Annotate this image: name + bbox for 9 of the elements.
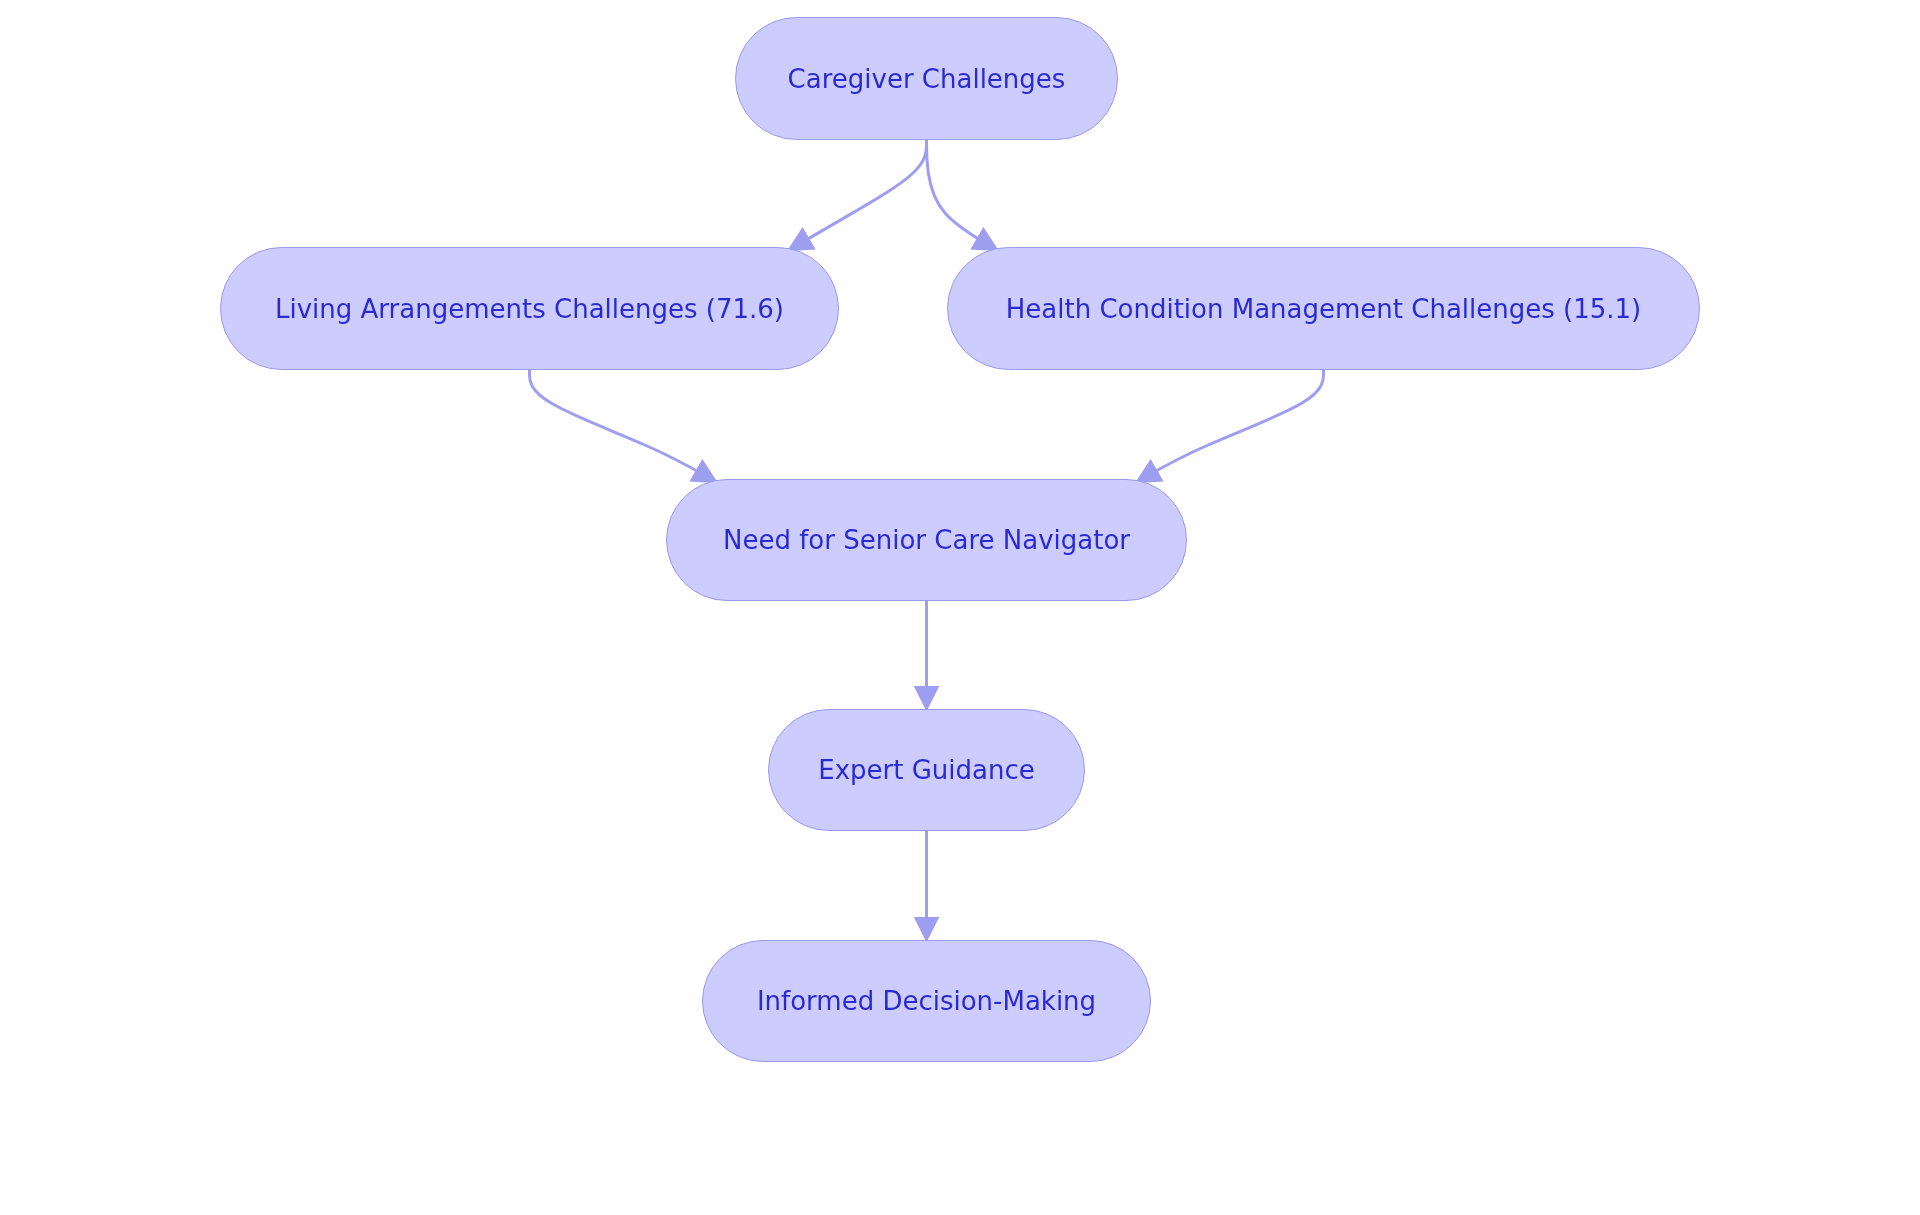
arrow <box>528 370 719 484</box>
arrow <box>925 140 1000 252</box>
node-label: Expert Guidance <box>818 755 1035 785</box>
arrow <box>1134 370 1325 484</box>
node-label: Living Arrangements Challenges (71.6) <box>275 293 784 324</box>
node-label: Caregiver Challenges <box>787 63 1066 94</box>
node-label: Need for Senior Care Navigator <box>723 525 1130 555</box>
node-label: Informed Decision-Making <box>756 986 1097 1016</box>
node-label: Health Condition Management Challenges (15.1) <box>1005 293 1642 324</box>
